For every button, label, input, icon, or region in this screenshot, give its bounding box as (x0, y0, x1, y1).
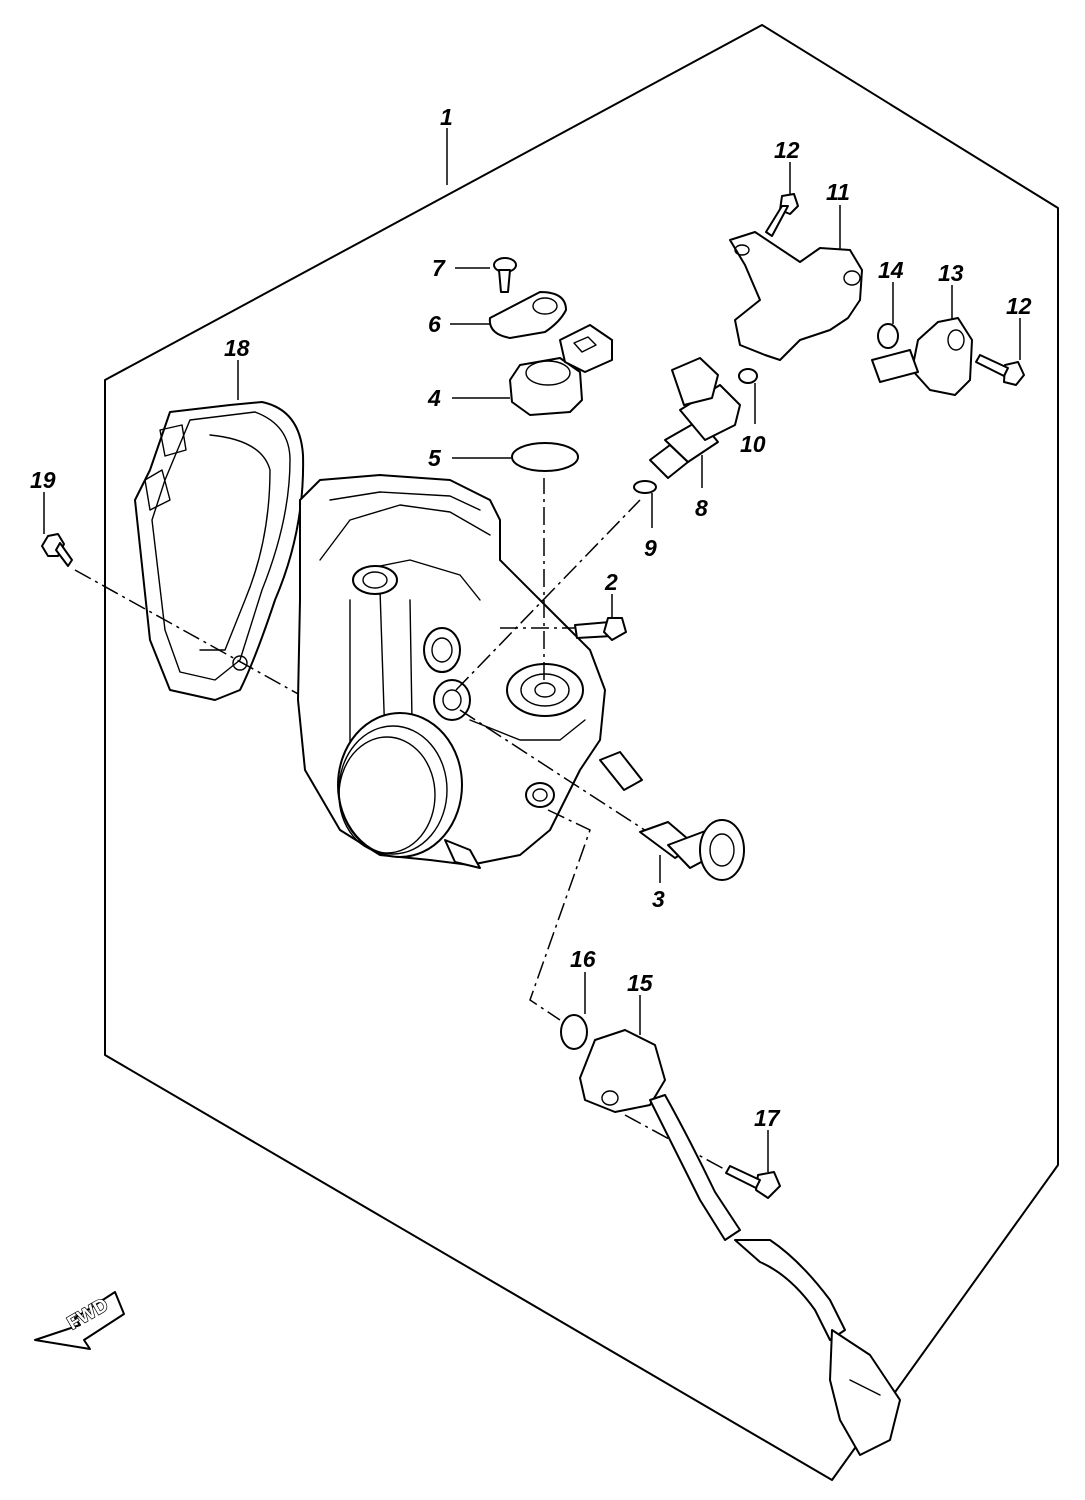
part-17-bolt (725, 1165, 781, 1199)
part-5-oring (511, 442, 579, 472)
part-14-oring (877, 323, 899, 349)
part-8-injector (649, 357, 741, 479)
callout-1: 1 (440, 104, 453, 130)
assembly-boundary (104, 24, 1059, 1481)
part-18-cover (134, 401, 305, 701)
callout-12a: 12 (774, 137, 800, 163)
part-13-sensor (871, 317, 973, 396)
part-3-screw (599, 751, 745, 881)
part-12-bolt-a (765, 193, 799, 237)
part-6-plate (488, 291, 567, 339)
callout-16: 16 (570, 946, 596, 972)
callout-18: 18 (224, 335, 250, 361)
callout-7: 7 (432, 255, 446, 281)
callout-11: 11 (826, 179, 850, 205)
callout-15: 15 (627, 970, 654, 996)
part-19-bolt (41, 533, 73, 567)
part-10-seal (738, 368, 758, 384)
callout-17: 17 (754, 1105, 781, 1131)
callout-2: 2 (604, 569, 618, 595)
callout-5: 5 (428, 445, 442, 471)
fwd-arrow: FWD (34, 1291, 125, 1350)
callout-10: 10 (740, 431, 766, 457)
throttle-body (297, 474, 606, 869)
part-11-bracket (729, 231, 863, 361)
part-2-bolt (574, 617, 627, 641)
callout-4: 4 (427, 385, 441, 411)
part-4-sensor (509, 324, 613, 416)
callout-9: 9 (644, 535, 657, 561)
callout-12b: 12 (1006, 293, 1032, 319)
callout-13: 13 (938, 260, 964, 286)
part-9-seal (633, 480, 657, 494)
callout-14: 14 (878, 257, 904, 283)
part-16-oring (560, 1014, 588, 1050)
callout-8: 8 (695, 495, 708, 521)
callout-19: 19 (30, 467, 56, 493)
part-7-screw (493, 257, 517, 293)
part-15-sensor (579, 1029, 901, 1456)
part-12-bolt-b (975, 354, 1025, 386)
callout-6: 6 (428, 311, 441, 337)
callout-3: 3 (652, 886, 665, 912)
